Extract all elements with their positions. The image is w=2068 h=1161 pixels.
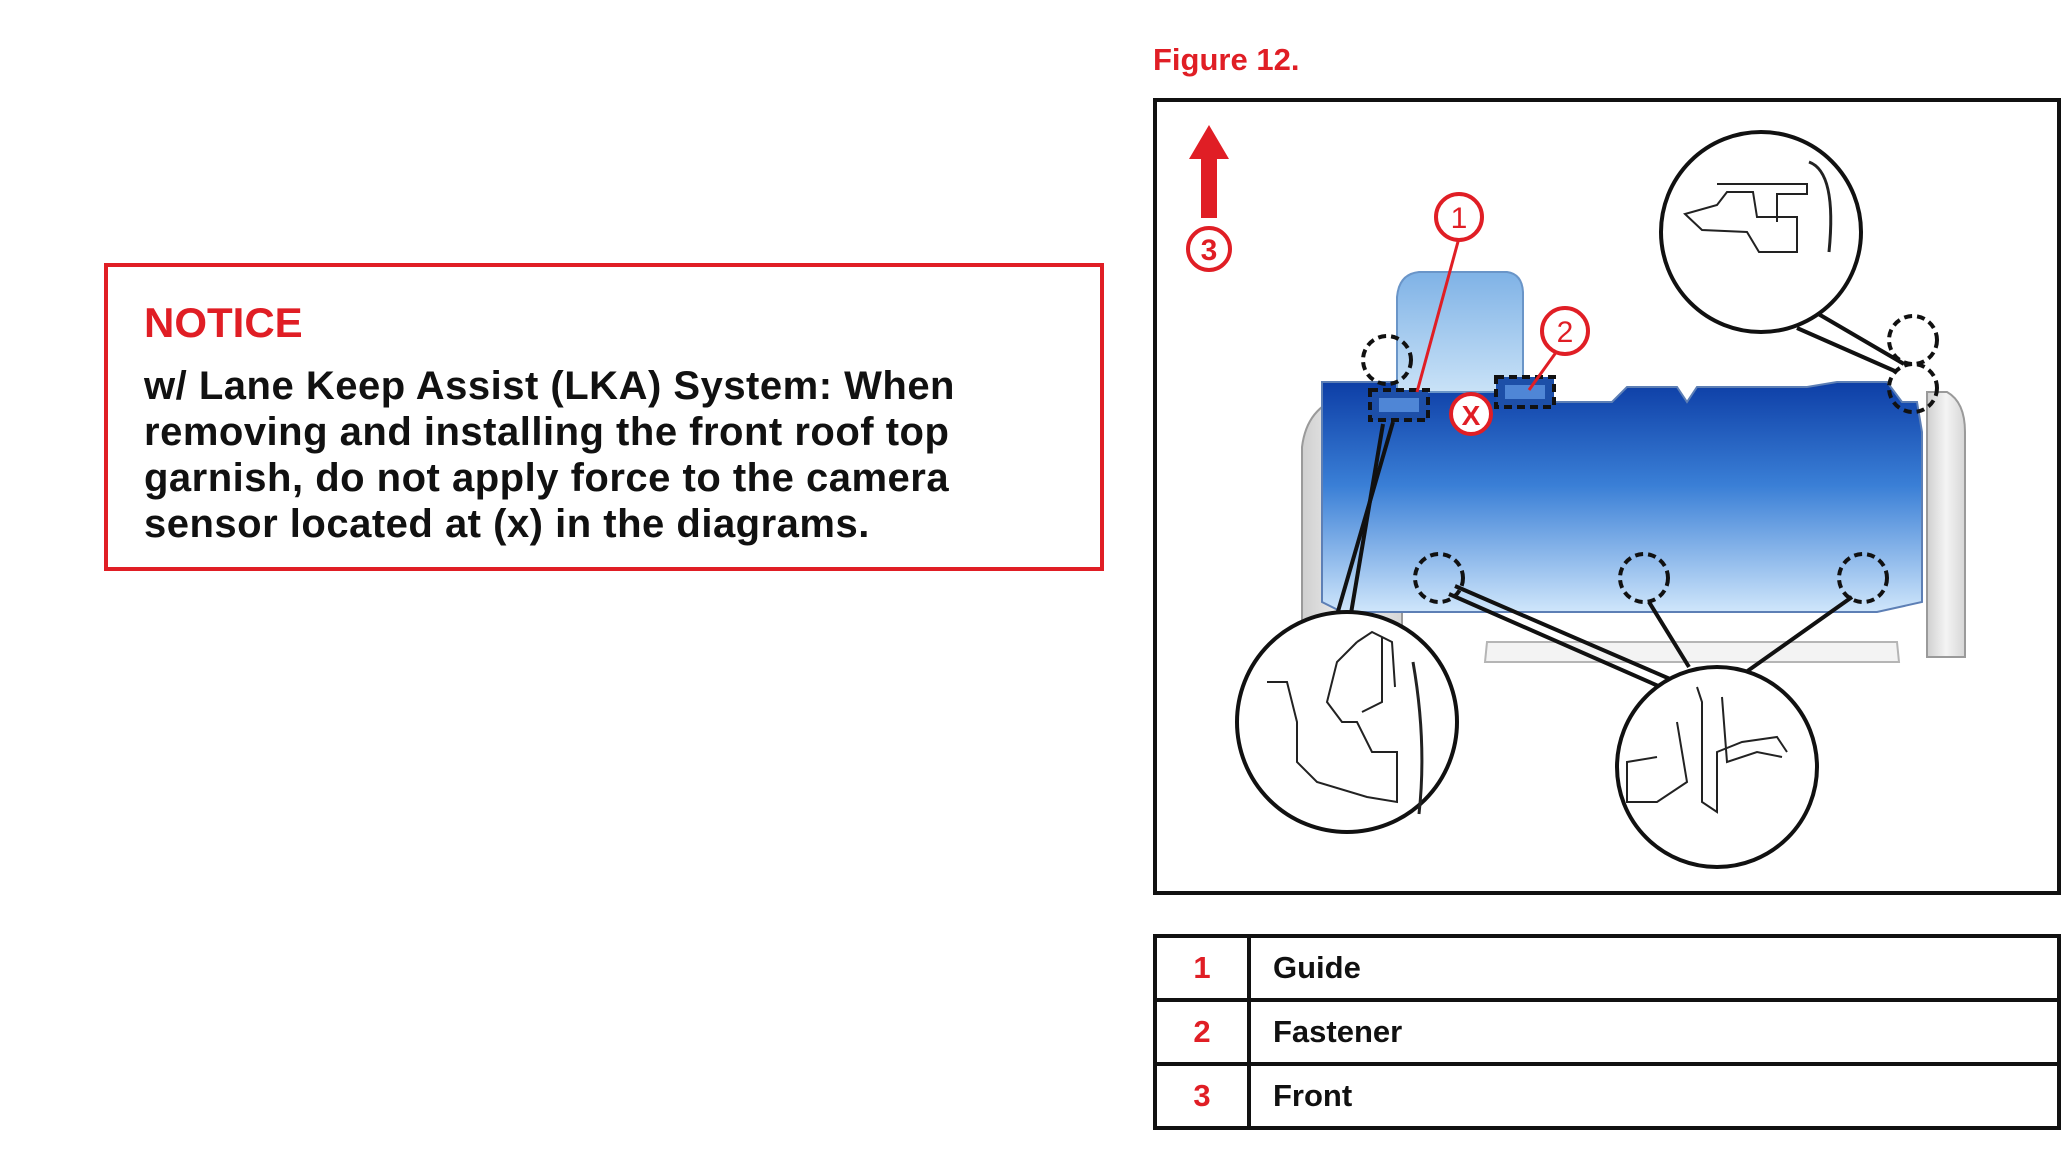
notice-text: w/ Lane Keep Assist (LKA) System: When r… — [144, 364, 955, 546]
legend-row: 3 Front — [1153, 1062, 2061, 1130]
legend-number: 3 — [1153, 1062, 1251, 1130]
callout-3-label: 3 — [1201, 234, 1218, 267]
legend-label: Guide — [1247, 934, 2061, 1002]
clip-locations — [1361, 314, 1939, 604]
detail-bubble-top — [1659, 130, 1863, 334]
callout-1: 1 — [1434, 192, 1484, 242]
front-roof-top-garnish — [1321, 381, 1923, 613]
notice-box: NOTICE w/ Lane Keep Assist (LKA) System:… — [104, 263, 1104, 571]
guide-clip — [1368, 388, 1430, 422]
detail-bubble-right — [1615, 665, 1819, 869]
legend-number: 2 — [1153, 998, 1251, 1066]
roof-garnish-illustration: 3 X — [1186, 125, 1966, 869]
camera-sensor-mark: X — [1449, 392, 1493, 436]
notice-title: NOTICE — [144, 299, 303, 346]
legend-row: 2 Fastener — [1153, 998, 2061, 1066]
legend-row: 1 Guide — [1153, 934, 2061, 1002]
callout-2: 2 — [1540, 306, 1590, 356]
sensor-mark-label: X — [1462, 400, 1481, 431]
legend-number: 1 — [1153, 934, 1251, 1002]
callout-3: 3 — [1186, 226, 1232, 272]
front-arrow-icon — [1189, 125, 1229, 218]
legend-table: 1 Guide 2 Fastener 3 Front — [1153, 934, 2061, 1130]
figure-caption: Figure 12. — [1153, 42, 1300, 77]
camera-sensor-housing — [1396, 271, 1524, 393]
legend-label: Front — [1247, 1062, 2061, 1130]
detail-bubble-left — [1235, 610, 1459, 834]
callout-1-label: 1 — [1451, 202, 1468, 235]
figure-diagram: 3 X — [1153, 98, 2061, 895]
fastener-clip — [1494, 375, 1556, 409]
legend-label: Fastener — [1247, 998, 2061, 1066]
callout-2-label: 2 — [1557, 316, 1574, 349]
